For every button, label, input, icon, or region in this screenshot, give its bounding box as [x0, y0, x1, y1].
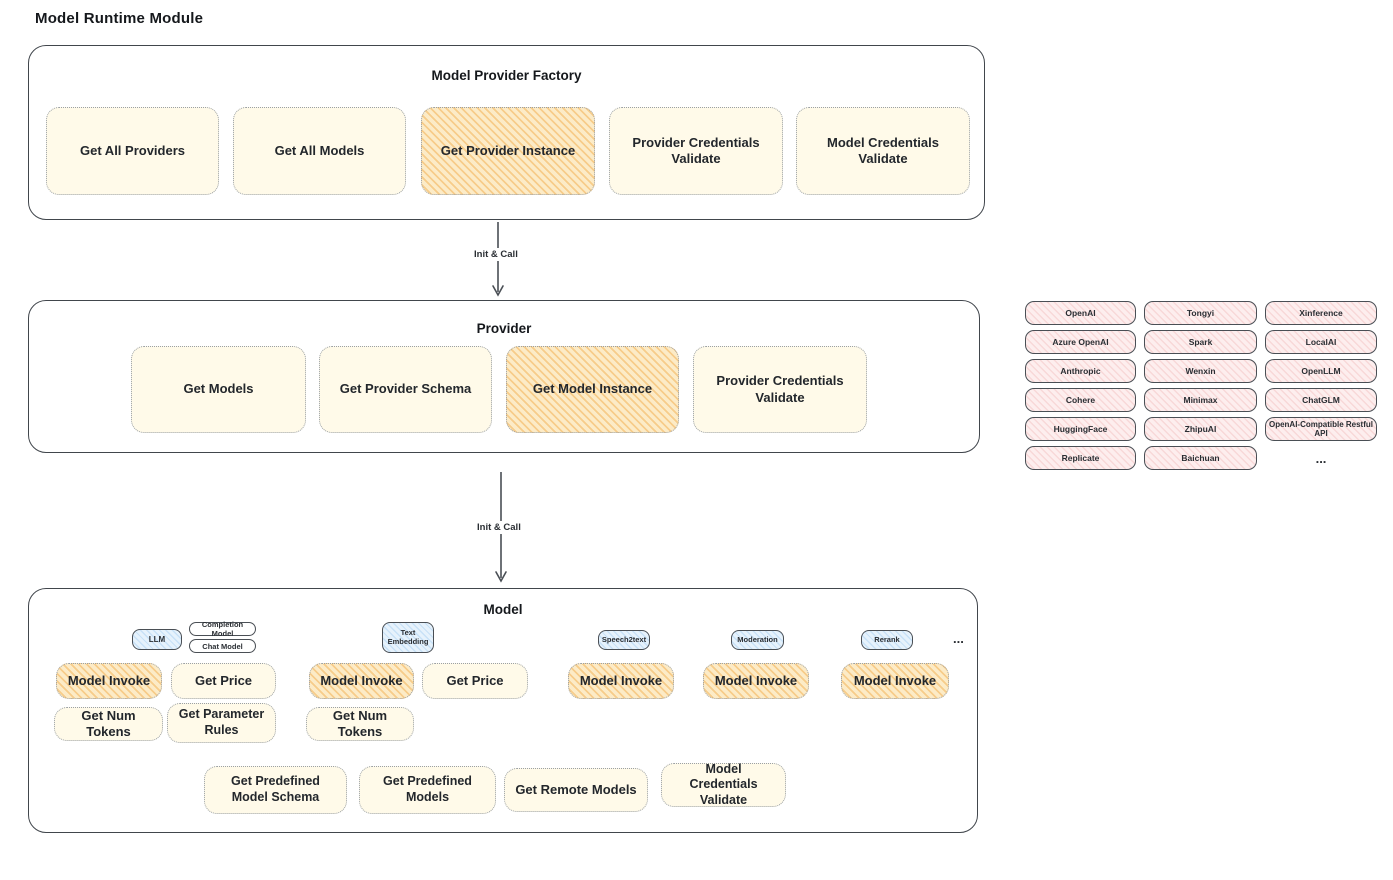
llm-get-num-tokens: Get Num Tokens	[54, 707, 163, 741]
provider-list: OpenAI Tongyi Xinference Azure OpenAI Sp…	[1025, 301, 1378, 470]
get-remote-models: Get Remote Models	[504, 768, 648, 812]
tag-text-embedding: Text Embedding	[382, 622, 434, 653]
moderation-model-invoke: Model Invoke	[703, 663, 809, 699]
tag-rerank: Rerank	[861, 630, 913, 650]
text-embedding-model-invoke: Model Invoke	[309, 663, 414, 699]
model-panel: Model LLM Completion Model Chat Model Te…	[28, 588, 993, 848]
provider-pill-zhipuai: ZhipuAI	[1144, 417, 1257, 441]
provider-pill-minimax: Minimax	[1144, 388, 1257, 412]
model-credentials-validate: Model Credentials Validate	[661, 762, 786, 807]
provider-pill-chatglm: ChatGLM	[1265, 388, 1377, 412]
factory-get-all-providers: Get All Providers	[46, 107, 219, 195]
provider-pill-wenxin: Wenxin	[1144, 359, 1257, 383]
text-embedding-get-price: Get Price	[422, 663, 528, 699]
provider-panel: Provider Get Models Get Provider Schema …	[28, 300, 995, 468]
tag-completion-model: Completion Model	[189, 620, 256, 638]
factory-get-all-models: Get All Models	[233, 107, 406, 195]
provider-provider-credentials-validate: Provider Credentials Validate	[693, 346, 867, 433]
provider-get-provider-schema: Get Provider Schema	[319, 346, 492, 433]
page-title: Model Runtime Module	[35, 10, 204, 27]
provider-pill-xinference: Xinference	[1265, 301, 1377, 325]
factory-get-provider-instance: Get Provider Instance	[421, 107, 595, 195]
provider-pill-cohere: Cohere	[1025, 388, 1136, 412]
provider-pill-spark: Spark	[1144, 330, 1257, 354]
provider-pill-localai: LocalAI	[1265, 330, 1377, 354]
llm-get-price: Get Price	[171, 663, 276, 699]
provider-pill-replicate: Replicate	[1025, 446, 1136, 470]
provider-list-more: ...	[1315, 450, 1327, 466]
factory-model-credentials-validate: Model Credentials Validate	[796, 107, 970, 195]
init-call-arrow-provider-to-model: Init & Call	[473, 472, 525, 584]
provider-get-models: Get Models	[131, 346, 306, 433]
provider-pill-openllm: OpenLLM	[1265, 359, 1377, 383]
provider-pill-azure-openai: Azure OpenAI	[1025, 330, 1136, 354]
tag-speech2text: Speech2text	[598, 630, 650, 650]
get-predefined-models: Get Predefined Models	[359, 766, 496, 814]
init-call-arrow-factory-to-provider: Init & Call	[470, 222, 522, 298]
provider-get-model-instance: Get Model Instance	[506, 346, 679, 433]
provider-pill-huggingface: HuggingFace	[1025, 417, 1136, 441]
provider-pill-openai-compatible: OpenAI-Compatible Restful API	[1265, 417, 1377, 441]
provider-pill-baichuan: Baichuan	[1144, 446, 1257, 470]
llm-get-parameter-rules: Get Parameter Rules	[167, 703, 276, 743]
provider-pill-openai: OpenAI	[1025, 301, 1136, 325]
llm-model-invoke: Model Invoke	[56, 663, 162, 699]
factory-provider-credentials-validate: Provider Credentials Validate	[609, 107, 783, 195]
tag-llm: LLM	[132, 629, 182, 650]
factory-panel: Model Provider Factory Get All Providers…	[28, 45, 985, 220]
factory-panel-title: Model Provider Factory	[431, 68, 582, 83]
model-tags-more: ...	[953, 631, 964, 646]
text-embedding-get-num-tokens: Get Num Tokens	[306, 707, 414, 741]
model-panel-title: Model	[483, 602, 523, 617]
tag-moderation: Moderation	[731, 630, 784, 650]
init-call-label-2: Init & Call	[473, 521, 525, 534]
init-call-label-1: Init & Call	[470, 248, 522, 261]
provider-pill-tongyi: Tongyi	[1144, 301, 1257, 325]
get-predefined-model-schema: Get Predefined Model Schema	[204, 766, 347, 814]
provider-panel-title: Provider	[476, 321, 532, 336]
speech2text-model-invoke: Model Invoke	[568, 663, 674, 699]
provider-pill-anthropic: Anthropic	[1025, 359, 1136, 383]
tag-chat-model: Chat Model	[189, 639, 256, 653]
rerank-model-invoke: Model Invoke	[841, 663, 949, 699]
